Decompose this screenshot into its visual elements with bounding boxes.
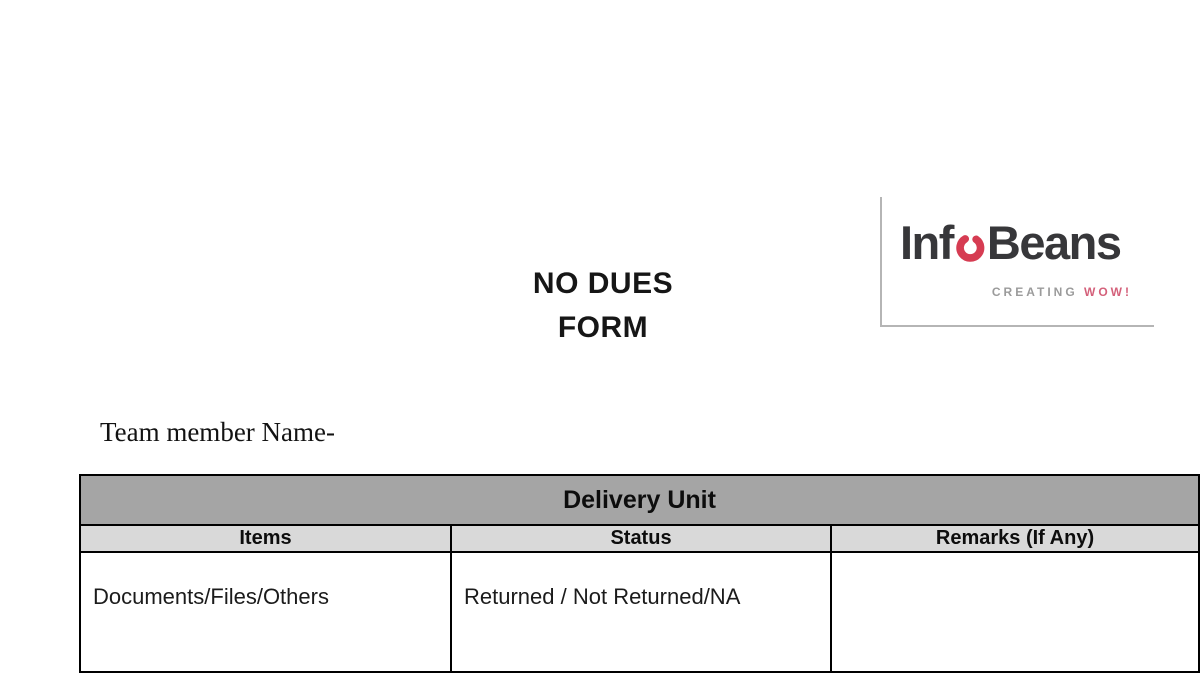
tagline-creating: CREATING [991,285,1078,299]
infobeans-logo-box: Inf Beans CREATING WOW! [880,197,1154,327]
delivery-unit-table: Delivery Unit Items Status Remarks (If A… [78,474,1200,673]
column-header-items: Items [79,524,452,553]
wordmark-suffix: Beans [986,216,1122,269]
page-title-line2: FORM [557,311,649,344]
team-member-name-label: Team member Name- [100,417,335,447]
cell-remarks-empty [829,551,1200,673]
section-title-delivery-unit: Delivery Unit [78,474,1200,526]
infobeans-wordmark: Inf Beans [900,216,1122,269]
cell-items-documents: Documents/Files/Others [79,551,452,673]
tagline-wow: WOW! [1084,285,1132,299]
wordmark-prefix: Inf [900,216,954,269]
cell-status-returned: Returned / Not Returned/NA [450,551,832,673]
infobeans-tagline: CREATING WOW! [992,285,1132,299]
infobeans-bean-icon [954,225,986,262]
column-header-remarks: Remarks (If Any) [829,524,1200,553]
page-title-line1: NO DUES [532,267,674,300]
no-dues-form-page: { "title": { "line1": "NO DUES", "line2"… [78,197,1200,673]
table-row: Documents/Files/Others Returned / Not Re… [79,551,1200,673]
table-section-title-row: Delivery Unit [78,474,1200,526]
table-header-row: Items Status Remarks (If Any) [79,524,1200,553]
column-header-status: Status [450,524,832,553]
page-title: NO DUES FORM [400,262,806,350]
